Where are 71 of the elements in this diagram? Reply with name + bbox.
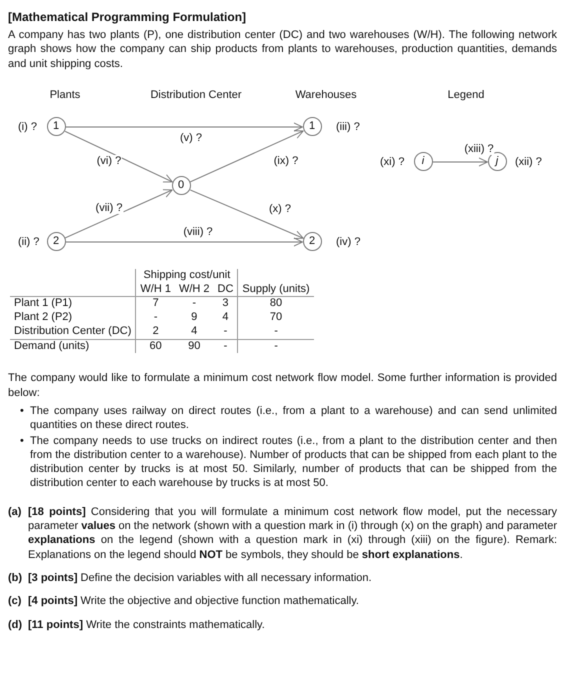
arrow — [190, 130, 304, 182]
column-header: Shipping cost/unit — [136, 268, 238, 283]
table-value: 4 — [214, 311, 238, 325]
arrow — [190, 189, 304, 239]
table-value: - — [214, 339, 238, 354]
question-number: (b) — [8, 570, 24, 586]
column-heading: Plants — [50, 88, 80, 101]
bullet-text: The company uses railway on direct routes (i.e., from a plant to a warehouse) and can send unlimited quantities on these direct routes. — [30, 404, 557, 433]
heading: [Mathematical Programming Formulation] — [8, 10, 248, 24]
question-text: [4 points] Write the objective and objective function mathematically. — [28, 594, 359, 609]
edge-label: (vii) ? — [94, 202, 124, 214]
node-circle: j — [488, 152, 506, 172]
table-value: 7 — [136, 296, 175, 312]
question-number: (a) — [8, 504, 22, 520]
node-label: (i) ? — [18, 120, 37, 133]
table-value: 4 — [174, 324, 214, 340]
edge-label: (x) ? — [268, 202, 292, 215]
table-value: - — [238, 339, 314, 354]
node-circle: 1 — [46, 117, 66, 136]
node-circle: 0 — [172, 176, 190, 196]
arrow — [66, 237, 303, 246]
edge-label: (viii) ? — [182, 226, 214, 238]
row-header: Plant 1 (P1) — [10, 296, 136, 312]
table-value: 90 — [174, 339, 214, 354]
node-label: (xii) ? — [515, 156, 542, 168]
column-header: W/H 2 — [174, 282, 214, 297]
question-number: (c) — [8, 594, 22, 609]
arrow — [66, 122, 303, 132]
edge-label: (vi) ? — [96, 154, 122, 167]
node-circle: 1 — [302, 117, 322, 136]
column-heading: Legend — [448, 88, 484, 101]
node-circle: i — [414, 152, 432, 172]
edge-label: (xiii) ? — [463, 142, 495, 155]
row-header: Demand (units) — [10, 339, 136, 354]
column-header: Supply (units) — [238, 282, 314, 297]
arrow — [64, 189, 173, 238]
column-heading: Warehouses — [295, 88, 357, 101]
node-circle: 2 — [46, 232, 66, 252]
edge-label: (v) ? — [179, 132, 203, 144]
column-header: W/H 1 — [136, 282, 175, 297]
table-value: 9 — [190, 311, 198, 325]
column-header: DC — [214, 282, 238, 297]
bullet-text: The company needs to use trucks on indirect routes (i.e., from a plant to the distribution center and then from the distribution center to a warehouse). Number of products that can be shipped from each plant to the distribution center by trucks is at most 50. Similarly, number of products that can be shipped from the distribution center to each warehouse by trucks is at most 50. — [30, 434, 557, 491]
table-value: 80 — [238, 296, 314, 312]
bullet-mark: • — [20, 434, 25, 449]
question-text: [11 points] Write the constraints mathematically. — [28, 618, 265, 632]
node-label: (iv) ? — [336, 236, 360, 248]
table-value: 60 — [136, 339, 175, 354]
paragraph: A company has two plants (P), one distribution center (DC) and two warehouses (W/H). The following network graph shows how the company can ship products from plants to warehouses, production quantities, demands and unit shipping costs. — [8, 28, 557, 71]
column-heading: Distribution Center — [150, 88, 242, 101]
question-text: [3 points] Define the decision variables with all necessary information. — [28, 570, 372, 586]
table-value: - — [238, 324, 314, 340]
row-header: Distribution Center (DC) — [10, 324, 136, 340]
question-text: [18 points] Considering that you will formulate a minimum cost network flow model, put the necessary parameter values on the network (shown with a question mark in (i) through (x) on the graph) and parameter explanations on the legend (shown with a question mark in (xi) through (xiii) on the figure). Remark: Explanations on the legend should NOT be symbols, they should be short explanations. — [28, 504, 557, 562]
table-value: - — [174, 296, 214, 312]
table-value: - — [214, 324, 238, 340]
row-header: Plant 2 (P2) — [10, 311, 136, 325]
node-label: (xi) ? — [380, 156, 404, 168]
table-value: - — [136, 311, 175, 325]
node-label: (iii) ? — [336, 120, 360, 133]
node-circle: 2 — [302, 232, 322, 252]
arrow — [432, 157, 488, 166]
table-value: 2 — [136, 324, 175, 340]
table-value: 70 — [238, 311, 314, 325]
question-number: (d) — [8, 618, 24, 632]
bullet-mark: • — [20, 404, 25, 419]
arrow — [64, 130, 173, 182]
table-value: 3 — [214, 296, 238, 312]
paragraph: The company would like to formulate a minimum cost network flow model. Some further information is provided below: — [8, 371, 557, 400]
node-label: (ii) ? — [18, 236, 40, 248]
edge-label: (ix) ? — [272, 154, 300, 167]
